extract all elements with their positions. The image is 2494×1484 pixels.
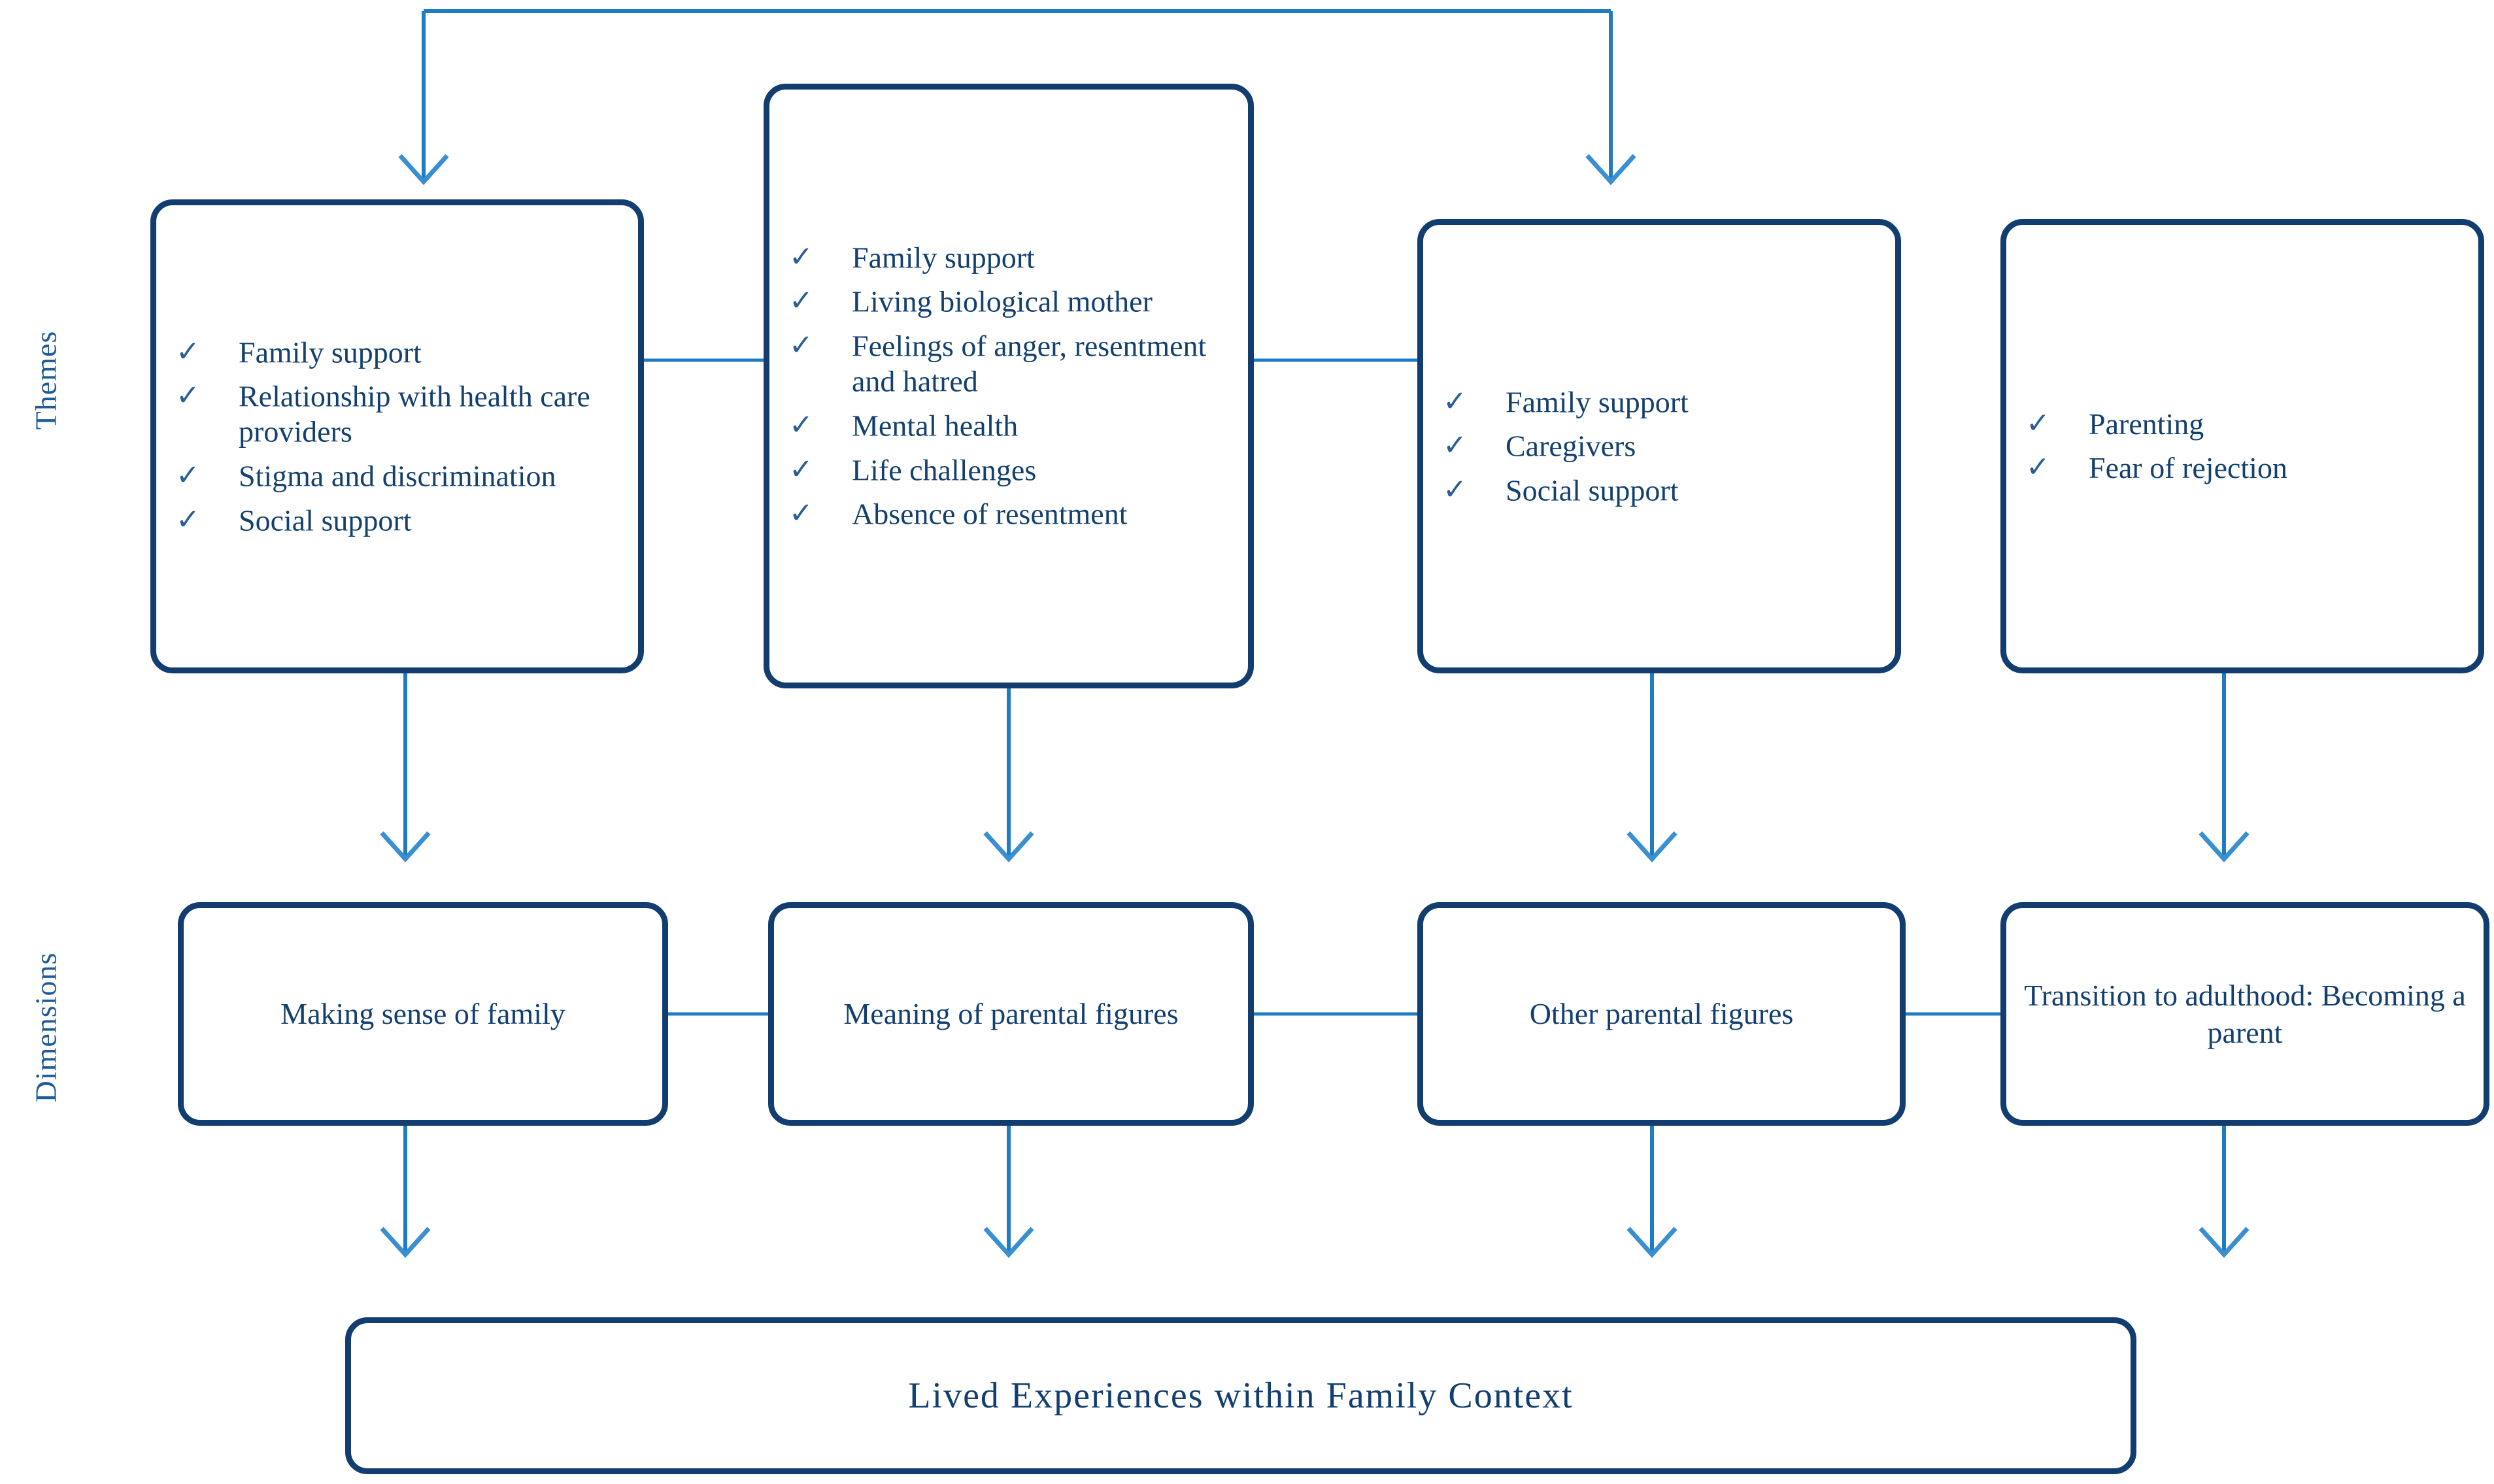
check-icon: ✓ [1443,473,1467,506]
check-icon: ✓ [789,241,813,273]
check-icon: ✓ [789,284,813,317]
axis-label-dimensions: Dimensions [29,952,63,1103]
theme-box-3[interactable]: ✓ Family support ✓ Caregivers ✓ Social s… [1417,219,1901,673]
outcome-box[interactable]: Lived Experiences within Family Context [345,1317,2136,1474]
check-icon: ✓ [1443,429,1467,462]
theme-to-dimension-arrow-2 [983,688,1034,863]
check-icon: ✓ [789,409,813,441]
list-item: ✓ Parenting [2026,407,2461,442]
axis-label-themes: Themes [29,330,63,430]
list-item: ✓ Relationship with health care provider… [176,379,621,450]
list-item: ✓ Fear of rejection [2026,451,2461,486]
theme-item-label: Social support [1506,473,1679,507]
theme-4-list: ✓ Parenting ✓ Fear of rejection [2006,407,2478,486]
theme-1-list: ✓ Family support ✓ Relationship with hea… [156,335,638,538]
list-item: ✓ Family support [176,335,621,370]
theme-item-label: Absence of resentment [852,497,1128,531]
dimension-box-1[interactable]: Making sense of family [178,902,668,1126]
check-icon: ✓ [2026,451,2050,484]
dimension-box-3[interactable]: Other parental figures [1417,902,1906,1126]
theme-to-dimension-arrow-1 [380,673,431,863]
theme-item-label: Family support [239,335,422,369]
dimension-label: Transition to adulthood: Becoming a pare… [2024,978,2466,1050]
theme-item-label: Social support [239,503,412,537]
theme-item-label: Family support [1506,384,1689,418]
check-icon: ✓ [176,503,200,536]
theme-item-label: Stigma and discrimination [239,459,556,493]
list-item: ✓ Feelings of anger, resentment and hatr… [789,329,1231,399]
dimension-label: Other parental figures [1529,997,1794,1031]
check-icon: ✓ [176,335,200,367]
theme-item-label: Relationship with health care providers [239,379,590,448]
theme-item-label: Fear of rejection [2089,451,2287,485]
theme-box-2[interactable]: ✓ Family support ✓ Living biological mot… [764,84,1254,688]
list-item: ✓ Family support [1443,384,1878,420]
check-icon: ✓ [176,379,200,412]
dimension-to-outcome-arrow-2 [983,1126,1034,1258]
theme-to-dimension-arrow-4 [2199,673,2250,863]
theme-box-1[interactable]: ✓ Family support ✓ Relationship with hea… [150,199,644,673]
theme-box-4[interactable]: ✓ Parenting ✓ Fear of rejection [2000,219,2484,673]
list-item: ✓ Caregivers [1443,429,1878,464]
outcome-label: Lived Experiences within Family Context [908,1375,1574,1416]
check-icon: ✓ [2026,407,2050,439]
check-icon: ✓ [789,329,813,362]
dimension-to-outcome-arrow-1 [380,1126,431,1258]
theme-item-label: Parenting [2089,407,2204,441]
list-item: ✓ Living biological mother [789,284,1231,320]
theme-item-label: Caregivers [1506,429,1636,463]
dimension-label: Making sense of family [280,997,565,1031]
theme-item-label: Life challenges [852,453,1037,487]
theme-3-list: ✓ Family support ✓ Caregivers ✓ Social s… [1423,384,1895,508]
list-item: ✓ Family support [789,240,1231,275]
dimension-to-outcome-arrow-3 [1626,1126,1677,1258]
dimension-box-4[interactable]: Transition to adulthood: Becoming a pare… [2000,902,2489,1126]
theme-to-dimension-arrow-3 [1626,673,1677,863]
check-icon: ✓ [176,459,200,492]
dimension-to-outcome-arrow-4 [2199,1126,2250,1258]
dimension-label: Meaning of parental figures [843,997,1179,1031]
theme-2-list: ✓ Family support ✓ Living biological mot… [769,240,1248,532]
list-item: ✓ Social support [1443,473,1878,508]
list-item: ✓ Absence of resentment [789,497,1231,532]
theme-item-label: Living biological mother [852,284,1153,318]
theme-item-label: Feelings of anger, resentment and hatred [852,329,1207,398]
theme-item-label: Family support [852,241,1035,275]
list-item: ✓ Social support [176,503,621,538]
dimension-box-2[interactable]: Meaning of parental figures [768,902,1254,1126]
list-item: ✓ Life challenges [789,452,1231,488]
check-icon: ✓ [1443,384,1467,417]
theme-item-label: Mental health [852,409,1019,443]
list-item: ✓ Stigma and discrimination [176,458,621,494]
check-icon: ✓ [789,453,813,486]
list-item: ✓ Mental health [789,408,1231,443]
check-icon: ✓ [789,497,813,530]
